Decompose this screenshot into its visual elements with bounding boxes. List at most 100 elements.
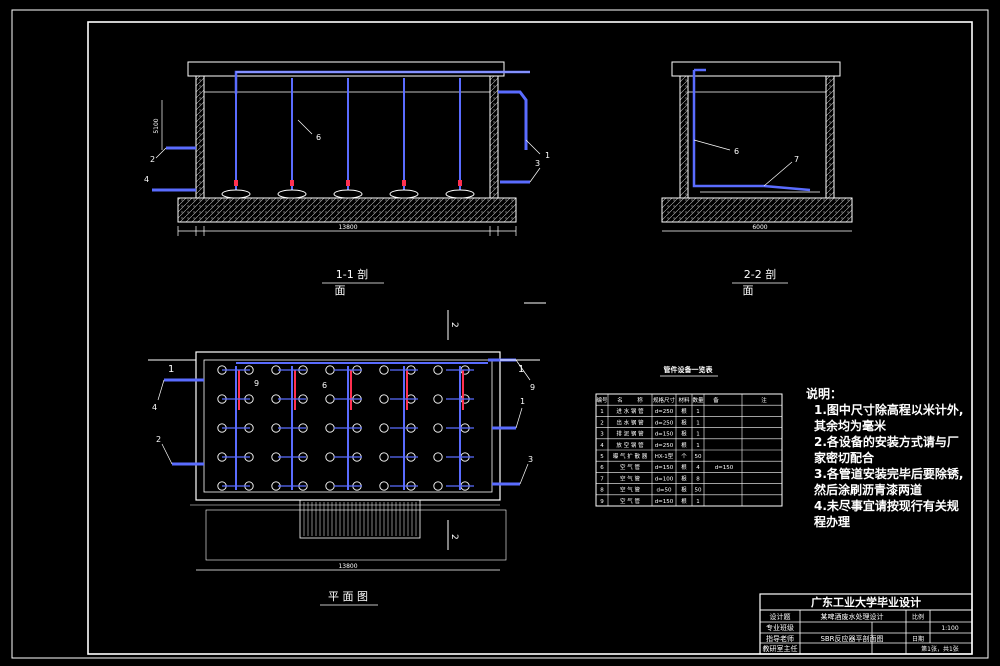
note-line: 3.各管道安装完毕后要除锈, <box>814 466 963 481</box>
note-line: 其余均为毫米 <box>814 418 887 433</box>
air-pipe-7 <box>692 70 811 192</box>
table-cell: 空 气 管 <box>620 486 640 494</box>
dim-height-11: 5100 <box>153 118 160 133</box>
diffuser <box>389 189 419 199</box>
table-cell: 根 <box>681 474 687 482</box>
cut-mark-1-right: 1 <box>518 364 524 375</box>
note-line: 1.图中尺寸除高程以米计外, <box>814 402 963 417</box>
plan-title: 平 面 图 <box>328 590 368 603</box>
left-wall <box>679 75 689 199</box>
plan-diffuser <box>325 452 335 462</box>
callout-4: 4 <box>144 175 149 184</box>
table-cell: 8 <box>600 488 604 494</box>
tb-drawing-name: SBR反应器平剖面图 <box>820 634 883 643</box>
plan-diffuser <box>379 394 389 404</box>
table-cell: 1 <box>696 432 700 438</box>
outer-frame <box>11 9 989 659</box>
table-cell: 空 气 管 <box>620 497 640 505</box>
tb-reviewer-label: 教研室主任 <box>763 644 798 653</box>
table-cell: 空 气 管 <box>620 463 640 471</box>
leader-line <box>693 139 731 151</box>
table-cell: d=150 <box>715 465 734 471</box>
note-line: 然后涂刷沥青漆两道 <box>814 482 922 497</box>
table-cell: d=150 <box>655 432 674 438</box>
table-header-cell: 名 <box>617 396 623 404</box>
section-1-1-subtitle: 面 <box>335 284 346 297</box>
dim-width-22: 6000 <box>752 224 767 231</box>
table-cell: d=150 <box>655 499 674 505</box>
table-cell: 排 泥 钢 管 <box>616 430 644 438</box>
table-cell: 空 气 管 <box>620 474 640 482</box>
callout-6: 6 <box>734 147 739 156</box>
table-cell: 1 <box>600 409 604 415</box>
sludge-channel <box>299 499 421 539</box>
channel-hatch <box>303 502 417 536</box>
tb-sheet-label: 第1张，共1张 <box>921 645 959 653</box>
table-cell: 7 <box>600 476 604 482</box>
note-line: 2.各设备的安装方式请与厂 <box>814 434 959 449</box>
foundation <box>661 197 853 223</box>
table-cell: 根 <box>681 418 687 426</box>
section-1-1-view: 13800 5100 6 1 3 2 4 1-1 剖 面 <box>144 61 550 297</box>
table-cell: 根 <box>681 407 687 415</box>
table-cell: 3 <box>600 432 604 438</box>
plan-callout-9b: 9 <box>254 379 259 388</box>
plan-callout-2: 2 <box>156 435 161 444</box>
leader-line <box>155 147 167 159</box>
walkway-slab <box>187 61 505 77</box>
inner-frame <box>87 21 973 655</box>
tb-design-label: 设计题 <box>770 612 791 621</box>
note-line: 家密切配合 <box>814 450 875 465</box>
table-cell: 5 <box>600 454 604 460</box>
table-header-cell: 编号 <box>596 396 608 404</box>
table-cell: d=250 <box>655 409 674 415</box>
plan-diffuser <box>379 452 389 462</box>
plan-callout-6: 6 <box>322 381 327 390</box>
plan-diffuser <box>433 452 443 462</box>
plan-diffuser <box>325 394 335 404</box>
callout-2: 2 <box>150 155 155 164</box>
table-cell: 50 <box>695 454 702 460</box>
table-cell: 1 <box>696 409 700 415</box>
table-cell: 进 水 钢 管 <box>616 407 644 415</box>
leader-line <box>525 139 541 155</box>
notes-block: 说明： 1.图中尺寸除高程以米计外, 其余均为毫米 2.各设备的安装方式请与厂 … <box>806 386 963 529</box>
section-2-2-subtitle: 面 <box>743 284 754 297</box>
table-cell: 1 <box>696 420 700 426</box>
section-1-1-title: 1-1 剖 <box>336 267 368 281</box>
right-wall <box>825 75 835 199</box>
plan-callout-1: 1 <box>520 397 525 406</box>
diffuser <box>445 189 475 199</box>
air-header-pipe <box>234 70 530 94</box>
tb-advisor-label: 指导老师 <box>766 634 794 643</box>
table-cell: 8 <box>696 476 700 482</box>
plan-diffuser <box>433 394 443 404</box>
plan-diffuser <box>325 423 335 433</box>
table-cell: 1 <box>696 443 700 449</box>
cut-mark-2-bottom: 2 <box>449 534 459 540</box>
valve-red <box>402 180 406 186</box>
section-2-2-view: 6 7 6000 2-2 剖 面 <box>661 61 853 297</box>
plan-diffuser <box>379 423 389 433</box>
foundation <box>177 197 517 223</box>
table-title: 管件设备一览表 <box>664 365 714 374</box>
plan-diffuser <box>379 481 389 491</box>
valve-red <box>234 180 238 186</box>
table-cell: 2 <box>600 420 604 426</box>
walkway-slab <box>671 61 841 77</box>
cut-mark-2-top: 2 <box>449 322 459 328</box>
table-header-cell: 数量 <box>692 396 704 404</box>
title-block: 广东工业大学毕业设计 设计题 某啤酒废水处理设计 比例 1:100 专业班级 指… <box>759 593 973 655</box>
table-cell: d=250 <box>655 420 674 426</box>
diffuser <box>333 189 363 199</box>
table-cell: 出 水 钢 管 <box>616 418 644 426</box>
table-header-cell: 规格尺寸 <box>653 396 676 404</box>
table-cell: 4 <box>600 443 604 449</box>
table-cell: 根 <box>681 463 687 471</box>
valve-red <box>346 180 350 186</box>
table-cell: HX-1型 <box>655 452 674 460</box>
table-cell: 50 <box>695 488 702 494</box>
table-cell: 根 <box>681 441 687 449</box>
